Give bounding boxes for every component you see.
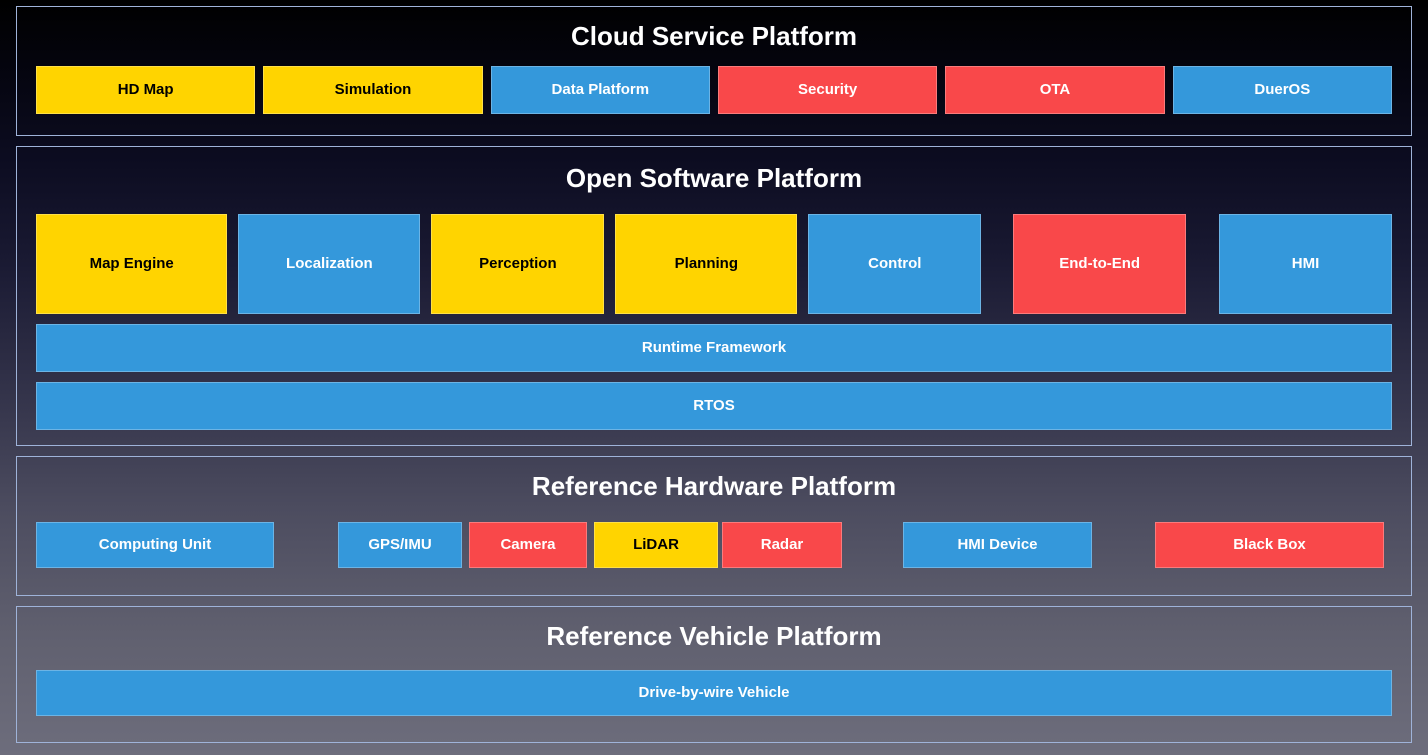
component-dueros[interactable]: DuerOS xyxy=(1172,66,1392,114)
component-control[interactable]: Control xyxy=(808,214,982,314)
component-hd-map[interactable]: HD Map xyxy=(36,66,256,114)
component-planning[interactable]: Planning xyxy=(615,214,798,314)
layer-reference-vehicle-platform: Reference Vehicle Platform Drive-by-wire… xyxy=(16,606,1412,743)
layer-cloud-service-platform: Cloud Service Platform HD Map Simulation… xyxy=(16,6,1412,136)
component-camera[interactable]: Camera xyxy=(469,522,587,568)
layer-title-hardware: Reference Hardware Platform xyxy=(531,471,897,501)
software-foundation-bars: Runtime Framework RTOS xyxy=(17,314,1411,430)
component-gps-imu[interactable]: GPS/IMU xyxy=(338,522,462,568)
layer-title-vehicle: Reference Vehicle Platform xyxy=(546,621,882,651)
component-data-platform[interactable]: Data Platform xyxy=(490,66,710,114)
component-perception[interactable]: Perception xyxy=(431,214,605,314)
layer-reference-hardware-platform: Reference Hardware Platform Computing Un… xyxy=(16,456,1412,596)
component-hmi[interactable]: HMI xyxy=(1219,214,1392,314)
component-runtime-framework[interactable]: Runtime Framework xyxy=(36,324,1392,372)
component-rtos[interactable]: RTOS xyxy=(36,382,1392,430)
component-security[interactable]: Security xyxy=(717,66,938,114)
hardware-component-row: Computing Unit GPS/IMU Camera LiDAR Rada… xyxy=(17,522,1411,568)
component-ota[interactable]: OTA xyxy=(945,66,1165,114)
component-hmi-device[interactable]: HMI Device xyxy=(903,522,1092,568)
layer-title-cloud: Cloud Service Platform xyxy=(570,21,858,51)
component-end-to-end[interactable]: End-to-End xyxy=(1013,214,1187,314)
component-radar[interactable]: Radar xyxy=(722,522,842,568)
component-computing-unit[interactable]: Computing Unit xyxy=(36,522,274,568)
vehicle-component-row: Drive-by-wire Vehicle xyxy=(17,670,1411,716)
component-black-box[interactable]: Black Box xyxy=(1155,522,1384,568)
component-map-engine[interactable]: Map Engine xyxy=(36,214,228,314)
cloud-component-row: HD Map Simulation Data Platform Security… xyxy=(17,66,1411,114)
layer-open-software-platform: Open Software Platform Map Engine Locali… xyxy=(16,146,1412,446)
software-component-row: Map Engine Localization Perception Plann… xyxy=(17,214,1411,314)
component-lidar[interactable]: LiDAR xyxy=(594,522,718,568)
component-drive-by-wire-vehicle[interactable]: Drive-by-wire Vehicle xyxy=(36,670,1392,716)
component-localization[interactable]: Localization xyxy=(238,214,421,314)
layer-title-software: Open Software Platform xyxy=(565,163,863,193)
component-simulation[interactable]: Simulation xyxy=(263,66,483,114)
